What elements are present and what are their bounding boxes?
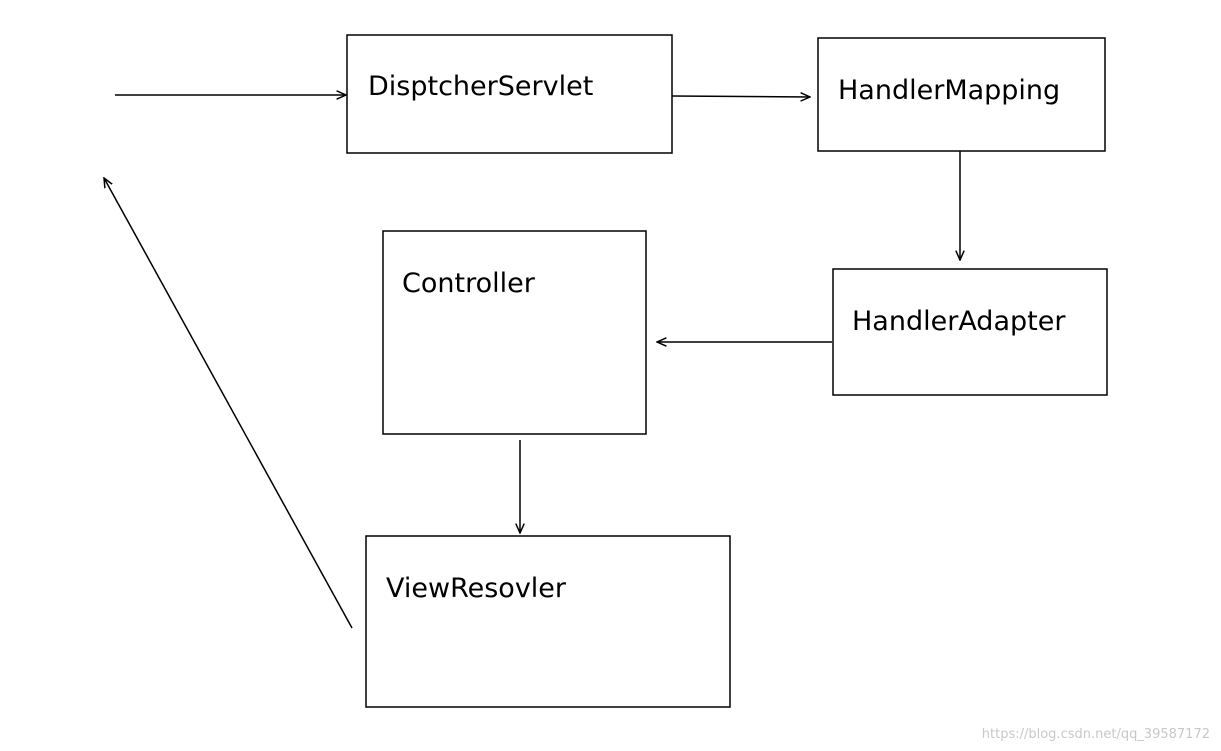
handler-adapter-node: HandlerAdapter — [832, 268, 1108, 396]
controller-label: Controller — [402, 268, 536, 299]
dispatcher-to-handler-mapping-arrow — [671, 96, 810, 97]
watermark-text: https://blog.csdn.net/qq_39587172 — [982, 727, 1210, 742]
handler-mapping-label: HandlerMapping — [838, 75, 1060, 106]
dispatcher-servlet-node: DisptcherServlet — [346, 34, 673, 154]
handler-adapter-box — [832, 268, 1108, 396]
handler-adapter-label: HandlerAdapter — [852, 306, 1066, 337]
controller-node: Controller — [382, 230, 647, 435]
controller-box — [382, 230, 647, 435]
dispatcher-servlet-box — [346, 34, 673, 154]
handler-mapping-node: HandlerMapping — [817, 37, 1106, 152]
view-resolver-label: ViewResovler — [386, 573, 567, 604]
handler-mapping-box — [817, 37, 1106, 152]
view-resolver-node: ViewResovler — [365, 535, 731, 708]
view-resolver-response-arrow — [104, 178, 353, 629]
dispatcher-servlet-label: DisptcherServlet — [368, 71, 593, 102]
view-resolver-box — [365, 535, 731, 708]
